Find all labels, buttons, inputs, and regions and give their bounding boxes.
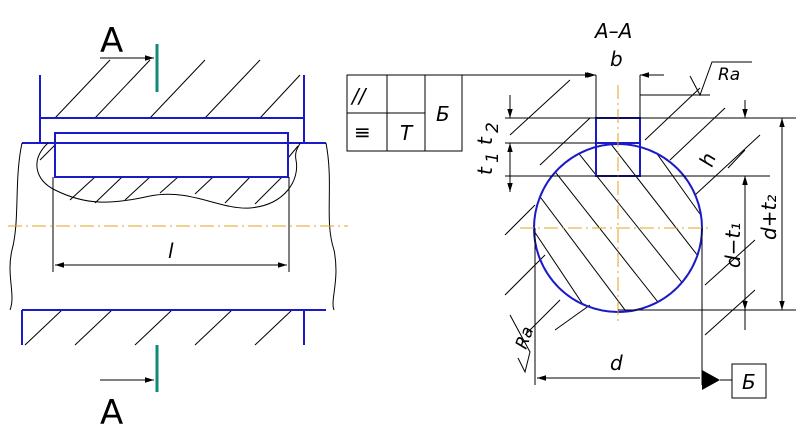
- break-line-left: [9, 142, 23, 311]
- key-outline: [54, 132, 289, 178]
- h-leader: [727, 149, 746, 169]
- d-minus-t1-label: d−t₁: [721, 223, 745, 268]
- depth-extension-lines: [505, 94, 796, 311]
- symmetry-symbol: ≡: [354, 120, 371, 144]
- hub-top-hatching: [54, 59, 301, 119]
- cross-section-view: А–А: [473, 19, 796, 399]
- parallelism-symbol: //: [350, 84, 368, 108]
- tolerance-datum: Б: [436, 102, 450, 126]
- section-mark-top: А: [100, 21, 123, 61]
- tolerance-value: T: [400, 121, 414, 145]
- roughness-left-label: Ra: [512, 324, 538, 352]
- break-line-right: [325, 142, 337, 311]
- hub-bottom-hatching: [24, 309, 293, 346]
- roughness-top-label: Ra: [718, 65, 740, 85]
- svg-text:t: t: [473, 166, 497, 175]
- tolerance-frame: // ≡ T Б: [346, 72, 594, 152]
- hub-outline: [21, 75, 326, 345]
- longitudinal-view: l А А: [8, 21, 348, 433]
- datum-box-label: Б: [742, 370, 756, 394]
- hub-section-hatching: [504, 79, 761, 336]
- d-plus-t2-label: d+t₂: [757, 195, 781, 240]
- h-label: h: [694, 150, 721, 170]
- local-section-hatching: [39, 144, 299, 205]
- roughness-symbol-left: [509, 314, 531, 374]
- svg-text:2: 2: [483, 122, 503, 133]
- depth-labels: t 1 t 2: [473, 122, 503, 175]
- length-label: l: [168, 239, 174, 263]
- svg-text:t: t: [473, 136, 497, 145]
- section-mark-bottom: А: [100, 393, 123, 433]
- datum-triangle: [702, 370, 720, 390]
- svg-text:1: 1: [483, 152, 503, 163]
- datum-box: [731, 363, 767, 399]
- section-title: А–А: [593, 19, 632, 43]
- key-width-label: b: [610, 47, 623, 71]
- diameter-label: d: [610, 351, 623, 375]
- roughness-symbol-top: [689, 61, 752, 97]
